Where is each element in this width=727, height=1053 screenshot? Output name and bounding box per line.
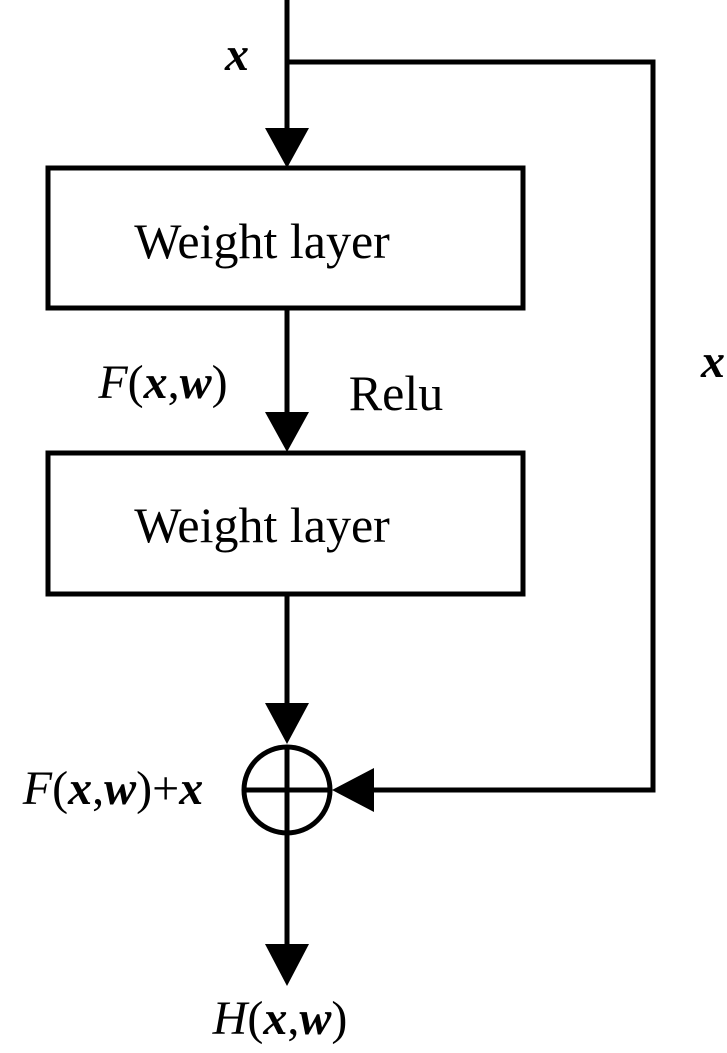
output-arrowhead: [265, 944, 309, 986]
relu-arrowhead: [265, 412, 309, 452]
skip-connection-line: [287, 59, 656, 793]
weight-layer-label-1: Weight layer: [134, 213, 390, 269]
skip-connection-arrowhead: [332, 768, 374, 812]
intermediate-label: F(x,w): [97, 356, 227, 409]
input-arrowhead: [265, 128, 309, 168]
to-adder-arrowhead: [265, 703, 309, 744]
input-label: x: [224, 28, 249, 81]
skip-label: x: [700, 335, 725, 388]
sum-label: F(x,w)+x: [22, 762, 203, 815]
weight-layer-label-2: Weight layer: [134, 497, 390, 553]
weight-layer-box-1: [45, 165, 526, 311]
activation-label: Relu: [349, 365, 443, 421]
weight-layer-box-2: [45, 450, 526, 597]
output-label: H(x,w): [212, 992, 348, 1045]
